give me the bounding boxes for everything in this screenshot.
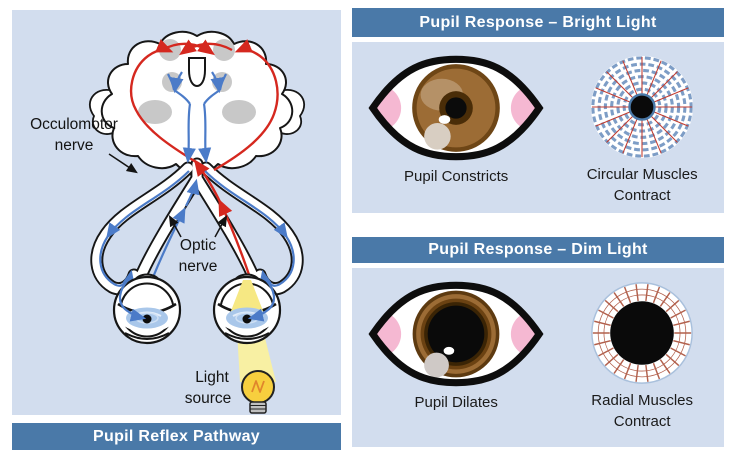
optic-nerve-right-band [193, 175, 259, 283]
dim-light-header: Pupil Response – Dim Light [352, 237, 724, 263]
radial-muscles-icon [591, 282, 693, 384]
constricted-pupil-eye-icon [368, 55, 544, 161]
right-eyeball [212, 273, 282, 345]
cerebral-aqueduct [188, 57, 206, 88]
pupil-reflex-pathway-card: Occulomotor nerve Optic nerve Light sour… [12, 10, 341, 415]
occulomotor-nerve-label-line1: Occulomotor [30, 116, 118, 133]
light-source-label-line2: source [185, 390, 232, 407]
left-eyeball [112, 273, 182, 345]
bright-eye-caption: Pupil Constricts [404, 168, 509, 185]
dim-eye-caption: Pupil Dilates [414, 394, 498, 411]
bright-light-panel: Pupil Constricts Circular Muscles Contra… [352, 42, 724, 213]
dilated-pupil-eye-icon [368, 281, 544, 387]
optic-nerve-label-line1: Optic [180, 237, 216, 254]
optic-nerve-label-line2: nerve [179, 258, 218, 275]
radial-muscles-caption: Radial Muscles Contract [591, 390, 693, 432]
circular-muscles-caption: Circular Muscles Contract [587, 164, 698, 206]
midbrain-section [88, 30, 306, 177]
pupil-reflex-pathway-diagram: Occulomotor nerve Optic nerve Light sour… [30, 30, 306, 414]
optic-pointer-arrow-right [214, 215, 228, 238]
radial-muscles-caption-line2: Contract [613, 413, 671, 430]
circular-muscles-icon [591, 55, 694, 159]
occulomotor-pointer-arrow [108, 153, 138, 174]
dim-light-panel: Pupil Dilates Radial Muscles Contract [352, 268, 724, 447]
radial-muscles-figure: Radial Muscles Contract [560, 268, 724, 447]
radial-muscles-caption-line1: Radial Muscles [591, 392, 694, 409]
circular-muscles-figure: Circular Muscles Contract [560, 42, 724, 213]
bright-eye-figure: Pupil Constricts [352, 42, 560, 213]
diagram-labels: Occulomotor nerve Optic nerve Light sour… [30, 116, 231, 407]
light-bulb-icon [241, 370, 275, 414]
bright-light-header: Pupil Response – Bright Light [352, 8, 724, 37]
dim-eye-figure: Pupil Dilates [352, 268, 560, 447]
circular-muscles-caption-line2: Contract [613, 187, 671, 204]
occulomotor-nerve-label-line2: nerve [55, 137, 94, 154]
circular-muscles-caption-line1: Circular Muscles [586, 166, 698, 183]
light-source-label-line1: Light [195, 369, 229, 386]
pupil-reflex-pathway-banner: Pupil Reflex Pathway [12, 423, 341, 450]
optic-pointer-arrow-left [168, 215, 182, 238]
